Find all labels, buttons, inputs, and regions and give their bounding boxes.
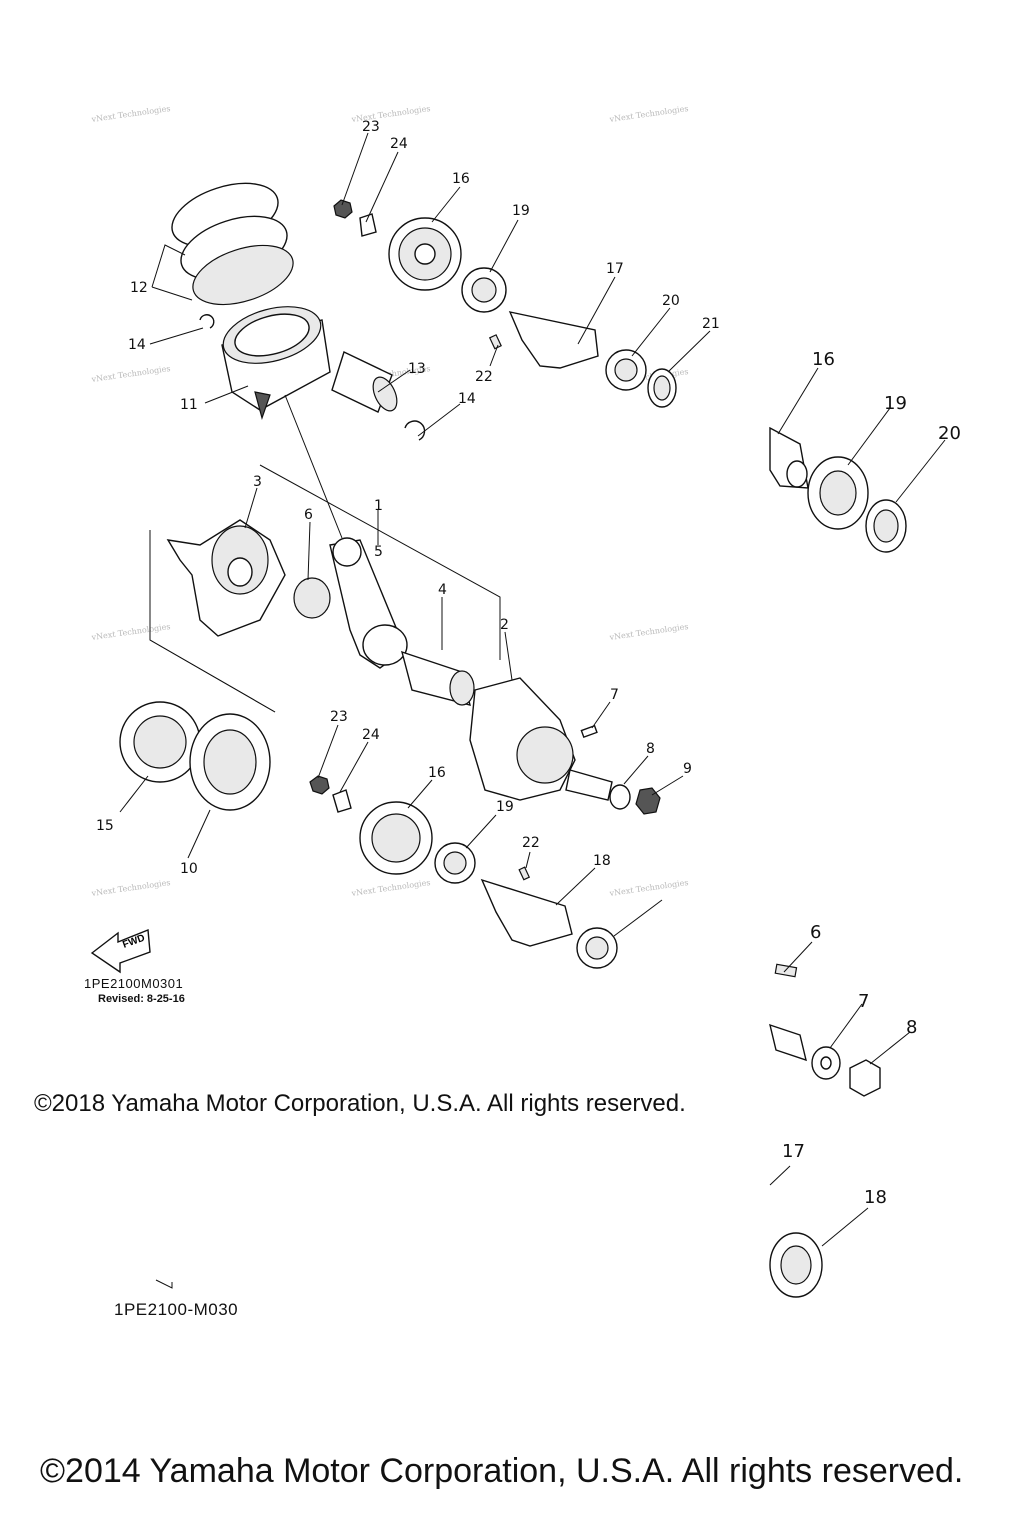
inset-top-bearings: 16 19 20 bbox=[769, 349, 961, 553]
connecting-rod bbox=[293, 537, 408, 669]
watermark: vNext Technologies bbox=[350, 878, 431, 898]
callout-14-left: 14 bbox=[128, 337, 146, 353]
callout-14-right: 14 bbox=[458, 391, 476, 407]
copyright-2014: ©2014 Yamaha Motor Corporation, U.S.A. A… bbox=[40, 1452, 964, 1490]
watermark: vNext Technologies bbox=[90, 622, 171, 642]
callout-24-bottom: 24 bbox=[362, 727, 380, 743]
callout-22-bottom: 22 bbox=[522, 835, 540, 851]
inset-callout-16: 16 bbox=[812, 349, 835, 370]
callout-15: 15 bbox=[96, 818, 114, 834]
leader-lines bbox=[119, 132, 711, 937]
inset-callout-17: 17 bbox=[782, 1141, 805, 1162]
piston-rings bbox=[171, 182, 294, 306]
crankshaft-right bbox=[469, 677, 661, 815]
fwd-arrow-icon: FWD bbox=[90, 929, 151, 974]
inset-bottom-bearing: 17 18 bbox=[769, 1141, 887, 1298]
inset-callout-18: 18 bbox=[864, 1187, 887, 1208]
callout-5: 5 bbox=[374, 544, 383, 560]
watermark: vNext Technologies bbox=[608, 622, 689, 642]
diagram-code: 1PE2100M0301 bbox=[84, 976, 184, 991]
fwd-arrow-icon-fragment bbox=[155, 1279, 173, 1289]
bracket-lines bbox=[149, 394, 501, 713]
callout-3: 3 bbox=[253, 474, 262, 490]
callout-1: 1 bbox=[374, 498, 383, 514]
callout-12: 12 bbox=[130, 280, 148, 296]
upper-balancer-assembly bbox=[333, 199, 677, 408]
copyright-2018: ©2018 Yamaha Motor Corporation, U.S.A. A… bbox=[34, 1090, 686, 1117]
inset-callout-7: 7 bbox=[858, 991, 869, 1012]
crankshaft-left bbox=[166, 519, 286, 637]
crank-pin bbox=[400, 650, 475, 706]
callout-17: 17 bbox=[606, 261, 624, 277]
watermark: vNext Technologies bbox=[90, 878, 171, 898]
callout-7: 7 bbox=[610, 687, 619, 703]
callout-20: 20 bbox=[662, 293, 680, 309]
callout-22-top: 22 bbox=[475, 369, 493, 385]
diagram-code-secondary: 1PE2100-M030 bbox=[114, 1300, 239, 1319]
inset-callout-19: 19 bbox=[884, 393, 907, 414]
callout-6: 6 bbox=[304, 507, 313, 523]
callout-18: 18 bbox=[593, 853, 611, 869]
callout-23-bottom: 23 bbox=[330, 709, 348, 725]
callout-9: 9 bbox=[683, 761, 692, 777]
inset-mid-nut: 6 7 8 bbox=[769, 922, 917, 1097]
callout-23-top: 23 bbox=[362, 119, 380, 135]
lower-balancer-assembly bbox=[119, 701, 618, 969]
piston bbox=[221, 306, 331, 421]
callout-16-top: 16 bbox=[452, 171, 470, 187]
callout-24-top: 24 bbox=[390, 136, 408, 152]
watermark: vNext Technologies bbox=[90, 104, 171, 124]
callout-2: 2 bbox=[500, 617, 509, 633]
callout-21: 21 bbox=[702, 316, 720, 332]
inset-callout-8: 8 bbox=[906, 1017, 917, 1038]
callout-10: 10 bbox=[180, 861, 198, 877]
callout-19-bottom: 19 bbox=[496, 799, 514, 815]
watermark: vNext Technologies bbox=[90, 364, 171, 384]
main-callouts: 23 24 16 19 17 20 21 12 14 13 22 11 14 3… bbox=[96, 119, 720, 877]
callout-4: 4 bbox=[438, 582, 447, 598]
callout-11: 11 bbox=[180, 397, 198, 413]
inset-callout-20: 20 bbox=[938, 423, 961, 444]
callout-8: 8 bbox=[646, 741, 655, 757]
piston-clips-and-pin bbox=[199, 314, 426, 441]
watermark: vNext Technologies bbox=[608, 104, 689, 124]
callout-19-top: 19 bbox=[512, 203, 530, 219]
callout-13: 13 bbox=[408, 361, 426, 377]
watermark: vNext Technologies bbox=[608, 878, 689, 898]
inset-callout-6: 6 bbox=[810, 922, 821, 943]
callout-16-bottom: 16 bbox=[428, 765, 446, 781]
revision-date: Revised: 8-25-16 bbox=[98, 993, 185, 1005]
